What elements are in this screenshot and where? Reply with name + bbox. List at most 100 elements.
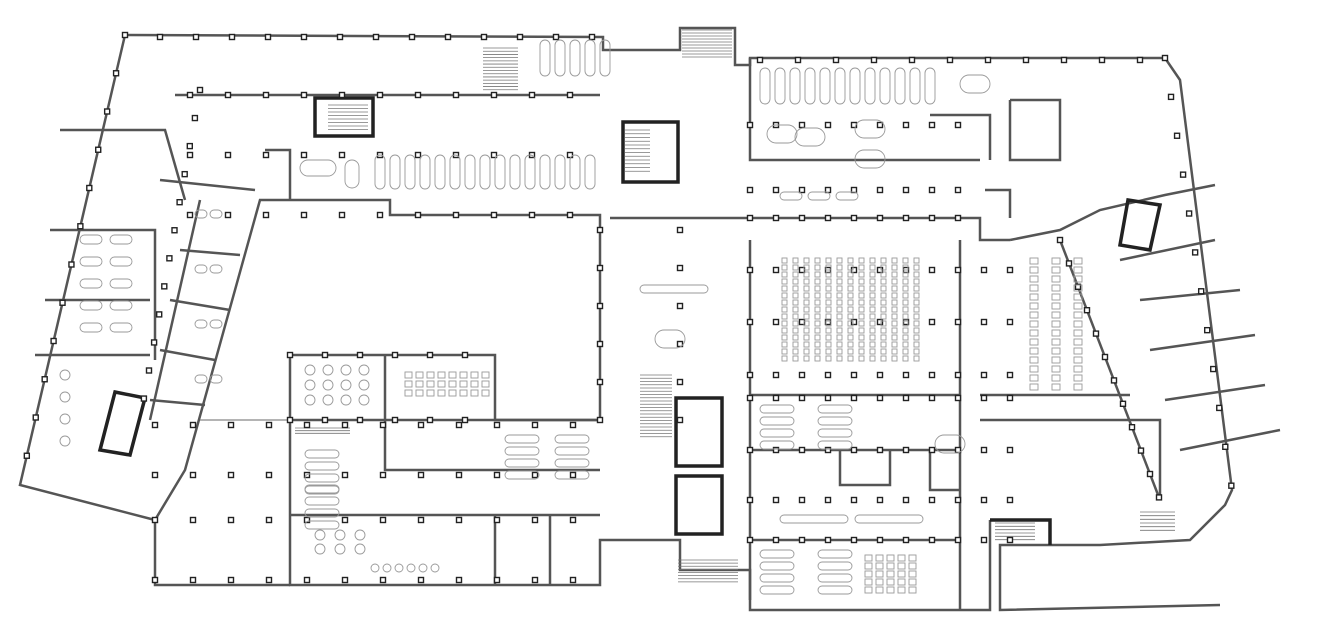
column (928, 214, 936, 222)
workstation (194, 319, 208, 329)
column (1092, 330, 1100, 337)
seat (825, 348, 832, 355)
table (879, 67, 891, 105)
seat (847, 285, 854, 292)
column (531, 421, 539, 429)
conference-table (554, 446, 590, 456)
table (779, 191, 803, 201)
desk (437, 380, 446, 388)
conference-table (304, 484, 340, 494)
workstation (194, 374, 208, 384)
seat (902, 292, 909, 299)
column (286, 416, 294, 424)
conference-table (759, 585, 795, 595)
column (870, 56, 878, 64)
seat (902, 299, 909, 306)
column (566, 151, 574, 159)
column (954, 371, 962, 379)
column (455, 471, 463, 479)
conference-table (817, 549, 853, 559)
seat (869, 355, 876, 362)
table (789, 67, 801, 105)
workstation (109, 256, 133, 267)
column (980, 536, 988, 544)
seat (891, 285, 898, 292)
seat (803, 264, 810, 271)
seat (792, 306, 799, 313)
column (596, 340, 604, 348)
desk (1073, 266, 1083, 274)
desk (886, 562, 895, 570)
column (140, 395, 148, 402)
workstation (79, 234, 103, 245)
seat (814, 355, 821, 362)
column (121, 31, 129, 39)
seat (869, 320, 876, 327)
column (265, 471, 273, 479)
lounge-chair (430, 563, 440, 573)
seat (803, 306, 810, 313)
desk (897, 570, 906, 578)
table (419, 154, 431, 190)
desk (908, 562, 917, 570)
conference-table (304, 508, 340, 518)
seat (847, 271, 854, 278)
desk (1029, 365, 1039, 373)
desk (1073, 347, 1083, 355)
column (824, 446, 832, 454)
seat (913, 306, 920, 313)
column (321, 416, 329, 424)
column (876, 496, 884, 504)
seat (814, 320, 821, 327)
seat (880, 348, 887, 355)
column (946, 56, 954, 64)
seat (836, 285, 843, 292)
column (155, 311, 163, 318)
column (189, 516, 197, 524)
column (300, 33, 308, 41)
column (227, 421, 235, 429)
conference-table (504, 470, 540, 480)
seat (814, 271, 821, 278)
structural-columns (23, 31, 1235, 584)
lounge-chair (406, 563, 416, 573)
seat (858, 327, 865, 334)
column (676, 340, 684, 348)
workstation (109, 234, 133, 245)
column (676, 226, 684, 234)
column (928, 496, 936, 504)
column (676, 302, 684, 310)
column (417, 576, 425, 584)
column (156, 33, 164, 41)
column (772, 394, 780, 402)
workstation (79, 256, 103, 267)
seat (792, 355, 799, 362)
seat (858, 299, 865, 306)
workstation (109, 322, 133, 333)
conference-table (817, 440, 853, 450)
column (303, 471, 311, 479)
column (772, 536, 780, 544)
seat (836, 355, 843, 362)
column (528, 91, 536, 99)
column (151, 421, 159, 429)
column (756, 56, 764, 64)
seat (836, 313, 843, 320)
column (1161, 54, 1169, 62)
seat (781, 327, 788, 334)
desk (1073, 302, 1083, 310)
seat (847, 278, 854, 285)
column (850, 121, 858, 129)
column (286, 351, 294, 359)
desk (448, 371, 457, 379)
seat (869, 299, 876, 306)
column (908, 56, 916, 64)
desk (1029, 356, 1039, 364)
seat (836, 292, 843, 299)
round-table (314, 543, 326, 555)
seat (825, 299, 832, 306)
desk (481, 380, 490, 388)
desk (459, 380, 468, 388)
column (1185, 210, 1193, 217)
workstation (209, 264, 223, 274)
